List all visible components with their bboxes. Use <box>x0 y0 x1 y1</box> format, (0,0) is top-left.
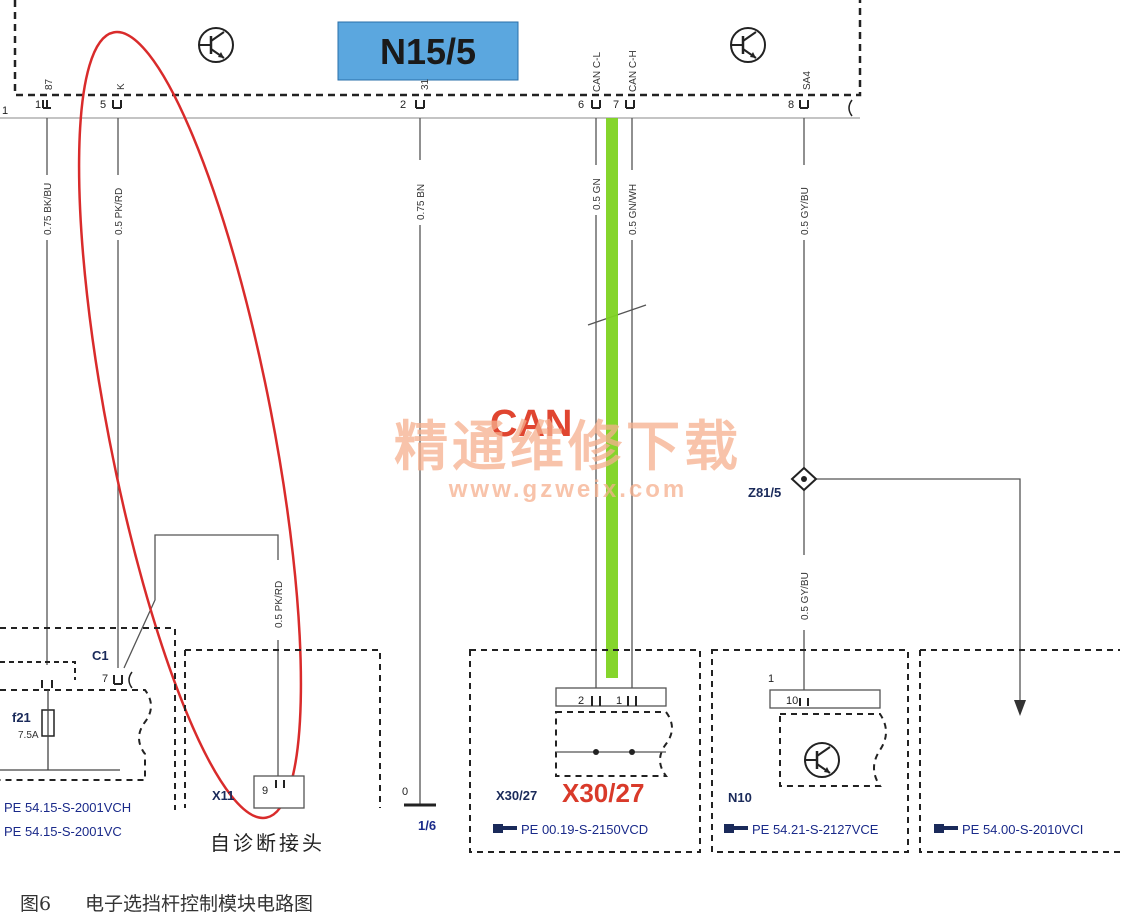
highlight-ellipse <box>77 30 303 820</box>
svg-text:9: 9 <box>262 785 268 797</box>
svg-text:SA4: SA4 <box>802 71 813 90</box>
arrow-down-icon <box>1014 700 1026 716</box>
pin-7: 7 CAN C-H <box>613 50 639 111</box>
svg-text:0: 0 <box>402 786 408 798</box>
svg-text:1: 1 <box>768 673 774 685</box>
svg-text:87: 87 <box>44 78 55 90</box>
fuse-f21: f21 7.5A <box>0 661 152 781</box>
n10-label: N10 <box>728 790 752 805</box>
ref-pe5: PE 54.00-S-2010VCI <box>962 822 1083 837</box>
splice-label: Z81/5 <box>748 485 781 500</box>
svg-text:1: 1 <box>616 695 622 707</box>
wire-label: 0.75 BK/BU <box>43 183 54 235</box>
pin-group: 1 87 5 K 2 31 6 CAN C-L 7 CAN C-H 8 SA4 <box>35 50 813 111</box>
ref-pe4: PE 54.21-S-2127VCE <box>752 822 879 837</box>
x30-big-label: X30/27 <box>562 778 644 808</box>
hand-pointer-icon <box>493 824 517 833</box>
module-name-box <box>337 21 519 81</box>
svg-text:2: 2 <box>578 695 584 707</box>
svg-text:31: 31 <box>420 78 431 90</box>
module-n15-5: N15/5 1 <box>0 0 862 119</box>
watermark: 精通维修下载 www.gzweix.com <box>394 414 742 503</box>
svg-text:6: 6 <box>578 99 584 111</box>
connector-x11: X11 9 自诊断接头 <box>210 775 325 855</box>
transistor-icon <box>804 742 840 778</box>
pin-1: 1 87 <box>35 78 55 111</box>
svg-text:7: 7 <box>102 673 108 685</box>
svg-text:CAN C-L: CAN C-L <box>592 52 603 92</box>
connector-c1: C1 7 <box>92 648 133 689</box>
fuse-label: f21 <box>12 710 31 725</box>
ref-pe2: PE 54.15-S-2001VC <box>4 824 122 839</box>
svg-text:10: 10 <box>786 695 798 707</box>
wires <box>46 118 1021 805</box>
module-border <box>13 0 862 97</box>
watermark-line2: www.gzweix.com <box>448 476 688 503</box>
wire-label: 0.5 PK/RD <box>114 188 125 235</box>
ref-pe1: PE 54.15-S-2001VCH <box>4 800 131 815</box>
x11-label: X11 <box>212 788 234 803</box>
wire-label: 0.5 GY/BU <box>800 572 811 620</box>
wire-label: 0.75 BN <box>416 184 427 220</box>
watermark-line1: 精通维修下载 <box>394 414 742 478</box>
pin-5: 5 K <box>100 83 127 111</box>
caption-text: 电子选挡杆控制模块电路图 <box>85 893 313 915</box>
rail-label: 1 <box>2 105 8 117</box>
ground-symbol: 0 1/6 <box>402 786 436 833</box>
caption-fig: 图6 <box>20 893 51 915</box>
svg-text:5: 5 <box>100 99 106 111</box>
references: PE 54.15-S-2001VCH PE 54.15-S-2001VC PE … <box>4 800 1083 839</box>
svg-text:7: 7 <box>613 99 619 111</box>
module-n10: 1 10 N10 <box>728 673 887 805</box>
svg-text:1: 1 <box>35 99 41 111</box>
svg-text:2: 2 <box>400 99 406 111</box>
x30-label: X30/27 <box>496 788 537 803</box>
ground-ref: 1/6 <box>418 818 436 833</box>
hand-pointer-icon <box>934 824 958 833</box>
transistor-icon <box>730 27 766 63</box>
pin-2: 2 31 <box>400 78 431 111</box>
svg-text:K: K <box>116 83 127 90</box>
x11-caption: 自诊断接头 <box>210 831 325 855</box>
figure-caption: 图6 电子选挡杆控制模块电路图 <box>20 893 313 915</box>
wire-labels: 0.75 BK/BU 0.5 PK/RD 0.75 BN 0.5 GN 0.5 … <box>43 178 811 628</box>
lower-boxes <box>0 627 1120 853</box>
wire-label: 0.5 GY/BU <box>800 187 811 235</box>
svg-text:8: 8 <box>788 99 794 111</box>
hand-pointer-icon <box>724 824 748 833</box>
fuse-rating: 7.5A <box>18 730 39 741</box>
wire-label: 0.5 GN/WH <box>628 184 639 235</box>
wire-label: 0.5 PK/RD <box>274 581 285 628</box>
can-highlight <box>606 118 618 678</box>
pin-6: 6 CAN C-L <box>578 52 603 111</box>
can-label: CAN <box>490 403 572 445</box>
connector-x30-27: 2 1 X30/27 X30/27 <box>496 687 673 808</box>
ref-pe3: PE 00.19-S-2150VCD <box>521 822 648 837</box>
splice-z81-5: Z81/5 <box>748 466 818 500</box>
pin-8: 8 SA4 <box>788 71 813 111</box>
transistor-icon <box>198 27 234 63</box>
wire-label: 0.5 GN <box>592 178 603 210</box>
c1-label: C1 <box>92 648 109 663</box>
svg-text:CAN C-H: CAN C-H <box>628 50 639 92</box>
module-name: N15/5 <box>380 31 476 72</box>
